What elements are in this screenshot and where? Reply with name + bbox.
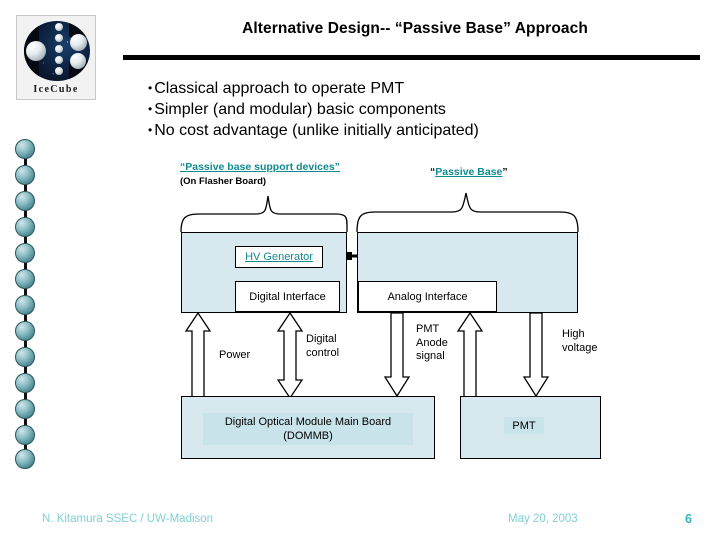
title-divider [123, 55, 700, 60]
brace-left [180, 195, 348, 233]
box-analog-interface[interactable]: Analog Interface [358, 281, 497, 312]
flow-label-pmt-anode-line3: signal [416, 350, 445, 362]
logo-dom-string-2 [55, 34, 63, 42]
logo-dom-left [26, 41, 46, 61]
icecube-logo-image [24, 21, 90, 81]
dom-bead [15, 191, 35, 211]
label-passive-base: “Passive Base” [430, 166, 508, 178]
dom-bead [15, 399, 35, 419]
logo-dom-string-4 [55, 56, 63, 64]
footer-page-number: 6 [685, 512, 692, 526]
flow-label-digital-control: Digital control [306, 333, 339, 360]
flow-label-pmt-anode-line2: Anode [416, 336, 448, 349]
flow-label-power: Power [219, 349, 251, 361]
logo-dark-bar-topright [69, 21, 90, 37]
label-on-flasher-board: (On Flasher Board) [180, 176, 267, 187]
dom-bead [15, 347, 35, 367]
logo-dom-right-upper [70, 34, 87, 51]
box-dommb-label: Digital Optical Module Main Board (DOMMB… [203, 413, 413, 445]
dom-bead [15, 243, 35, 263]
dom-bead [15, 139, 35, 159]
arrow-digital-control [276, 311, 304, 400]
box-analog-interface-label: Analog Interface [387, 290, 468, 303]
bullet-item: Classical approach to operate PMT [148, 78, 668, 99]
dom-bead [15, 269, 35, 289]
box-pmt-label: PMT [504, 417, 544, 434]
dom-bead [15, 449, 35, 469]
brace-right [356, 192, 579, 233]
dom-bead [15, 165, 35, 185]
logo-dom-right-lower [70, 53, 86, 69]
label-passive-base-support-devices: “Passive base support devices” [180, 161, 340, 173]
dom-bead [15, 321, 35, 341]
flow-label-high-voltage-line1: High [562, 328, 585, 340]
label-passive-base-text: Passive Base [435, 166, 503, 178]
bullet-item: No cost advantage (unlike initially anti… [148, 120, 668, 141]
dom-bead [15, 295, 35, 315]
arrow-high-voltage [522, 312, 550, 398]
bullet-item: Simpler (and modular) basic components [148, 99, 668, 120]
logo-dom-string-1 [55, 23, 63, 31]
flow-label-high-voltage-line2: voltage [562, 341, 598, 354]
flow-label-high-voltage: High voltage [562, 328, 597, 355]
quote-close: ” [502, 166, 508, 178]
logo-dom-string-3 [55, 45, 63, 53]
arrow-pmt-to-analog [456, 311, 484, 399]
flow-label-digital-control-line2: control [306, 346, 340, 359]
dom-bead [15, 373, 35, 393]
label-passive-base-support-devices-text: “Passive base support devices” [180, 161, 340, 173]
box-dommb-label-line1: Digital Optical Module Main Board [224, 416, 392, 428]
bullet-list: Classical approach to operate PMT Simple… [148, 78, 668, 141]
icecube-wordmark: IceCube [33, 84, 79, 95]
flow-label-digital-control-line1: Digital [306, 333, 337, 345]
box-hv-generator-label: HV Generator [245, 251, 313, 263]
icecube-logo: IceCube [16, 15, 96, 100]
page-title: Alternative Design-- “Passive Base” Appr… [242, 20, 588, 37]
dom-bead [15, 425, 35, 445]
box-dommb-label-line2: (DOMMB) [283, 430, 333, 442]
footer-date: May 20, 2003 [508, 513, 578, 525]
logo-dom-string-5 [55, 67, 63, 75]
flow-label-pmt-anode-signal: PMT Anode signal [416, 323, 448, 364]
dom-bead [15, 217, 35, 237]
footer-author: N. Kitamura SSEC / UW-Madison [42, 513, 214, 525]
box-digital-interface[interactable]: Digital Interface [235, 281, 340, 312]
arrow-power [184, 311, 212, 399]
box-digital-interface-label: Digital Interface [249, 290, 326, 303]
quote-open: “ [430, 166, 436, 178]
box-hv-generator[interactable]: HV Generator [235, 246, 323, 268]
flow-label-pmt-anode-line1: PMT [416, 323, 440, 335]
arrow-pmt-anode-signal [383, 312, 411, 398]
